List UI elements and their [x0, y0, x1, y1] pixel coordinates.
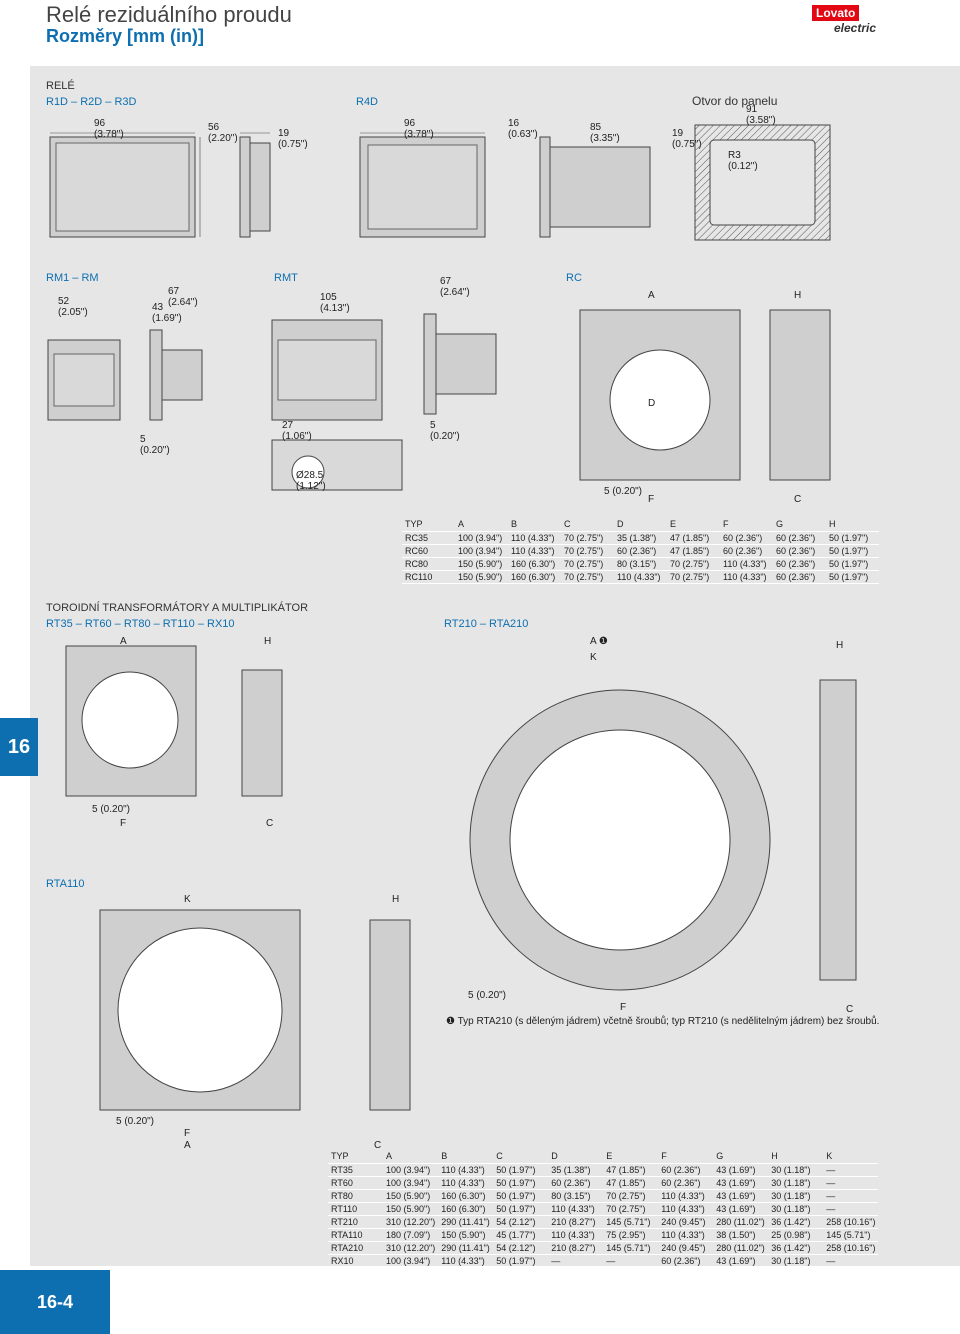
page-title: Relé reziduálního proudu	[46, 2, 292, 27]
dim-5: 5(0.20")	[140, 434, 170, 456]
section-rt210: RT210 – RTA210	[444, 618, 529, 630]
dim-rc-c: C	[794, 494, 802, 505]
dim-rta110-a: A	[184, 1140, 191, 1151]
section-toroid-models: RT35 – RT60 – RT80 – RT110 – RX10	[46, 618, 235, 630]
dim-rta110-k: K	[184, 894, 191, 905]
dim-rt-a: A	[120, 636, 127, 647]
panel-cutout-drawing	[694, 124, 831, 241]
rt-drawing	[65, 645, 283, 797]
dim-rta110-h: H	[392, 894, 400, 905]
dim-52: 52(2.05")	[58, 296, 88, 318]
section-rmt: RMT	[274, 272, 298, 284]
section-rm1: RM1 – RM	[46, 272, 99, 284]
dim-rmt-5: 5(0.20")	[430, 420, 460, 442]
dim-r4d-96: 96(3.78")	[404, 118, 434, 140]
section-toroid-title: TOROIDNÍ TRANSFORMÁTORY A MULTIPLIKÁTOR	[46, 602, 309, 614]
rc-drawing	[579, 309, 831, 481]
dim-rt210-a1: A ❶	[590, 636, 608, 647]
dim-r3: R3(0.12")	[728, 150, 758, 172]
dim-rt210-k: K	[590, 652, 597, 663]
dim-28: Ø28.5(1.12")	[296, 470, 326, 492]
dim-rt210-c: C	[846, 1004, 854, 1015]
logo-sub: electric	[833, 21, 876, 35]
dim-rta110-c: C	[374, 1140, 382, 1151]
dim-r4d-19: 19(0.75")	[672, 128, 702, 150]
rm1-drawing	[47, 329, 203, 421]
section-r4d: R4D	[356, 96, 379, 108]
dim-96: 96(3.78")	[94, 118, 124, 140]
section-rele-models: R1D – R2D – R3D	[46, 96, 137, 108]
dim-rc-h: H	[794, 290, 802, 301]
dim-67: 67(2.64")	[168, 286, 198, 308]
dim-rc-f: F	[648, 494, 655, 505]
dim-rt-h: H	[264, 636, 272, 647]
dim-rt210-5: 5 (0.20")	[468, 990, 507, 1001]
dim-rmt-67: 67(2.64")	[440, 276, 470, 298]
page-subtitle: Rozměry [mm (in)]	[46, 26, 205, 46]
footnote: ❶ Typ RTA210 (s děleným jádrem) včetně š…	[446, 1016, 880, 1027]
dim-rc-a: A	[648, 290, 655, 301]
section-otvor: Otvor do panelu	[692, 94, 778, 108]
r1d-front-drawing	[49, 132, 271, 238]
dim-19: 19(0.75")	[278, 128, 308, 150]
rmt-drawing	[271, 313, 497, 491]
dim-85: 85(3.35")	[590, 122, 620, 144]
dim-rt210-h: H	[836, 640, 844, 651]
dim-rc-5: 5 (0.20")	[604, 486, 643, 497]
dim-rta110-f: F	[184, 1128, 191, 1139]
dim-91: 91(3.58")	[746, 104, 776, 126]
section-rele-title: RELÉ	[46, 80, 75, 92]
dim-rc-d: D	[648, 398, 656, 409]
logo-brand: Lovato	[812, 5, 860, 21]
rta110-drawing	[99, 909, 411, 1111]
dim-105: 105(4.13")	[320, 292, 350, 314]
section-rta110: RTA110	[46, 878, 85, 890]
dim-rta110-5: 5 (0.20")	[116, 1116, 155, 1127]
brand-logo: Lovato electric	[812, 4, 876, 34]
dim-rt210-f: F	[620, 1002, 627, 1013]
dim-rt-f: F	[120, 818, 127, 829]
r4d-front-drawing	[359, 132, 651, 238]
rt210-drawing	[469, 679, 857, 991]
section-rc: RC	[566, 272, 582, 284]
dim-rt-5: 5 (0.20")	[92, 804, 131, 815]
dim-56: 56(2.20")	[208, 122, 238, 144]
dim-43: 43(1.69")	[152, 302, 182, 324]
side-tab: 16	[0, 718, 38, 776]
dim-rt-c: C	[266, 818, 274, 829]
dim-27: 27(1.06")	[282, 420, 312, 442]
dim-16: 16(0.63")	[508, 118, 538, 140]
page-number: 16-4	[0, 1270, 110, 1334]
